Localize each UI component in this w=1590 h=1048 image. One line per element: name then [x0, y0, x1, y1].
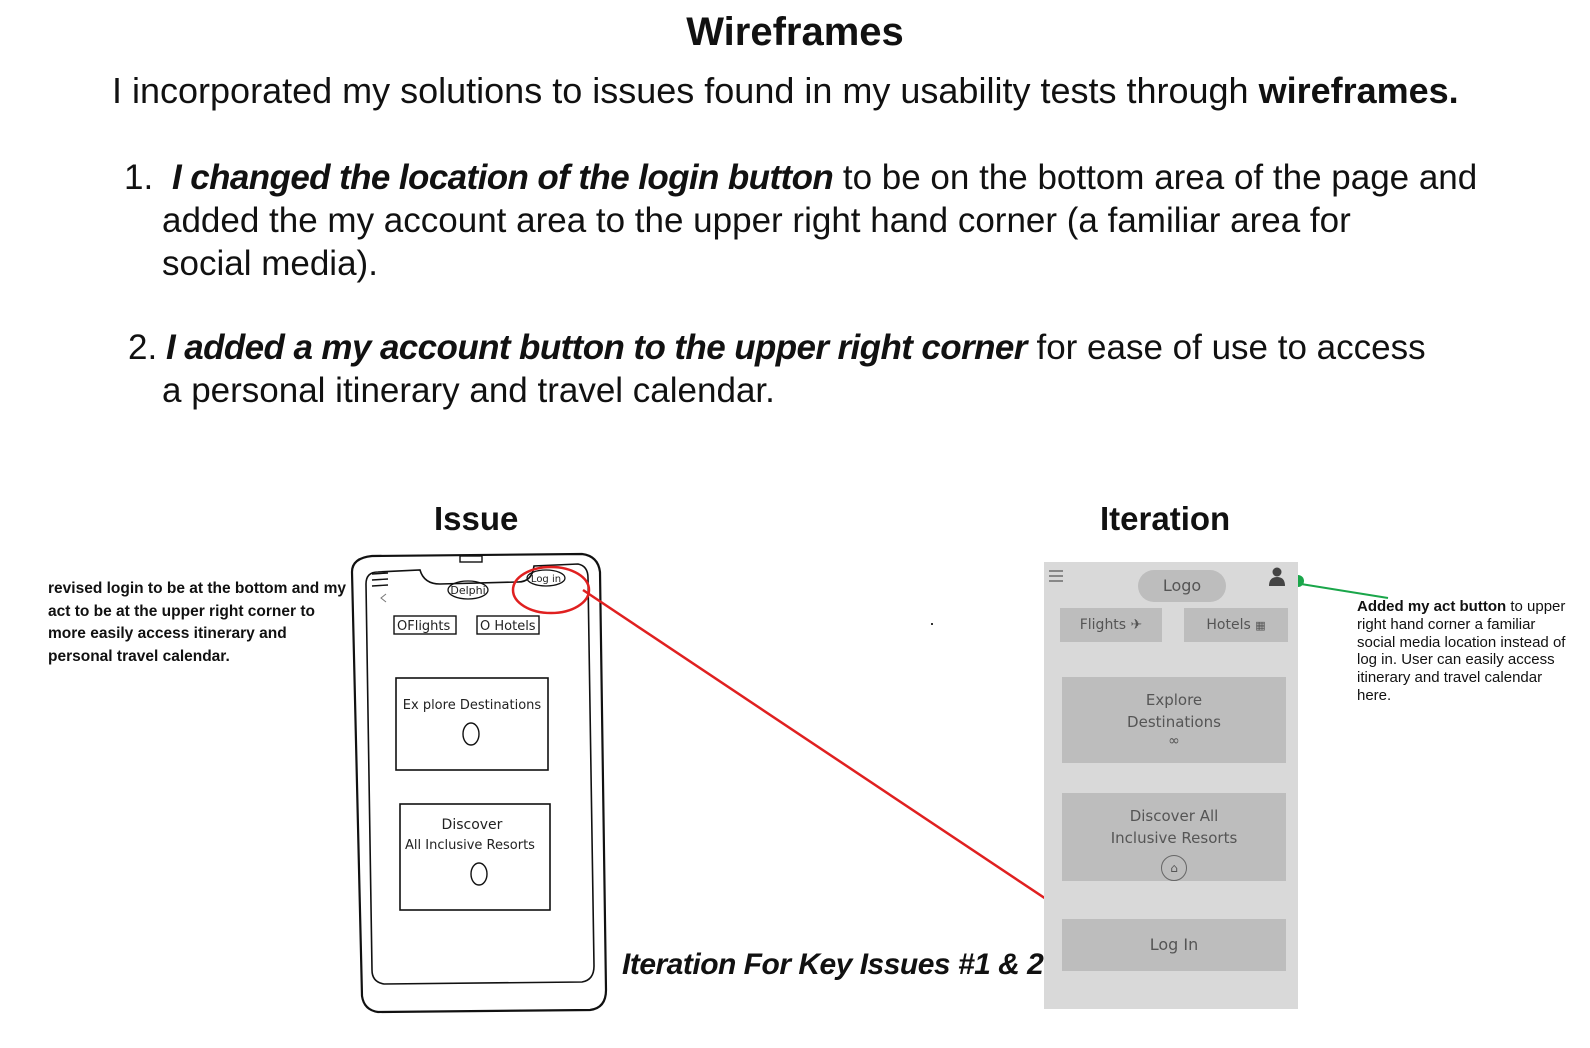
point-2-rest: for ease of use to access [1026, 328, 1426, 367]
discover-line-2: Inclusive Resorts [1110, 829, 1238, 847]
issue-sketch: Delphi Log in OFlights O Hotels Ex plore… [350, 552, 608, 1014]
phone-screen [365, 563, 595, 985]
sketch-login: Log in [531, 574, 561, 585]
point-1-line-2: added the my account area to the upper r… [162, 201, 1351, 240]
sketch-flights: OFlights [397, 619, 451, 634]
point-1-rest: to be on the bottom area of the page and [833, 158, 1478, 197]
logo-pill: Logo [1138, 570, 1226, 602]
sketch-explore-icon [462, 722, 480, 746]
intro-plain: I incorporated my solutions to issues fo… [112, 70, 1259, 111]
login-highlight-circle [511, 565, 591, 615]
sketch-explore: Ex plore Destinations [403, 698, 542, 713]
flights-label: Flights [1079, 617, 1127, 633]
sketch-hotels: O Hotels [480, 619, 536, 634]
page-title: Wireframes [686, 10, 904, 54]
sketch-brand-pill [447, 580, 489, 600]
sketch-discover-icon [470, 862, 488, 886]
discover-line-1: Discover All [1129, 807, 1219, 825]
sketch-discover-1: Discover [442, 817, 503, 833]
point-1-line-3: social media). [162, 244, 378, 283]
redirect-arrow [582, 588, 1101, 937]
binoculars-icon: ∞ [1168, 733, 1180, 749]
right-note-bold: Added my act button [1357, 598, 1507, 615]
sketch-flights-box [393, 615, 457, 635]
explore-line-2: Destinations [1127, 713, 1221, 731]
intro-bold: wireframes. [1258, 70, 1459, 111]
right-note: Added my act button to upper right hand … [1357, 598, 1567, 705]
issue-label: Issue [434, 500, 519, 537]
point-1-emphasis: I changed the location of the login butt… [172, 158, 834, 197]
point-2-emphasis: I added a my account button to the upper… [166, 328, 1027, 367]
point-2-line-2: a personal itinerary and travel calendar… [162, 371, 775, 410]
intro-text: I incorporated my solutions to issues fo… [112, 70, 1459, 112]
discover-resorts-card[interactable]: Discover All Inclusive Resorts ⌂ [1062, 793, 1286, 881]
sketch-discover-card [399, 803, 551, 911]
sketch-hotels-box [476, 615, 540, 635]
green-connector [1300, 583, 1389, 599]
sketch-back-icon [380, 593, 387, 603]
menu-icon[interactable] [1049, 570, 1063, 585]
login-button[interactable]: Log In [1062, 919, 1286, 971]
iteration-wireframe: Logo Flights ✈ Hotels ▦ Explore Destinat… [1044, 562, 1298, 1009]
left-note: revised login to be at the bottom and my… [48, 580, 346, 665]
sketch-explore-card [395, 677, 549, 771]
sketch-menu-icon [371, 572, 389, 587]
stray-dot [931, 623, 933, 625]
flights-button[interactable]: Flights ✈ [1060, 608, 1162, 642]
resort-icon: ⌂ [1161, 855, 1187, 881]
hotels-label: Hotels [1206, 617, 1251, 633]
iteration-label: Iteration [1100, 500, 1231, 537]
caption: Iteration For Key Issues #1 & 2 [622, 948, 1044, 981]
explore-destinations-card[interactable]: Explore Destinations ∞ [1062, 677, 1286, 763]
sketch-brand: Delphi [450, 584, 485, 597]
phone-outline [350, 552, 608, 1014]
sketch-discover-2: All Inclusive Resorts [405, 838, 535, 853]
speaker-grille [459, 555, 483, 563]
point-1-line-1: I changed the location of the login butt… [172, 156, 1477, 199]
hotel-icon: ▦ [1255, 619, 1266, 632]
point-2-line-1: I added a my account button to the upper… [166, 326, 1426, 369]
sketch-login-pill [526, 569, 566, 587]
point-2-number: 2. [128, 328, 158, 367]
point-1-number: 1. [124, 158, 154, 197]
plane-icon: ✈ [1130, 617, 1143, 633]
account-icon[interactable] [1268, 567, 1286, 587]
explore-line-1: Explore [1145, 691, 1203, 709]
hotels-button[interactable]: Hotels ▦ [1184, 608, 1288, 642]
right-note-text: to upper right hand corner a familiar so… [1357, 598, 1566, 704]
